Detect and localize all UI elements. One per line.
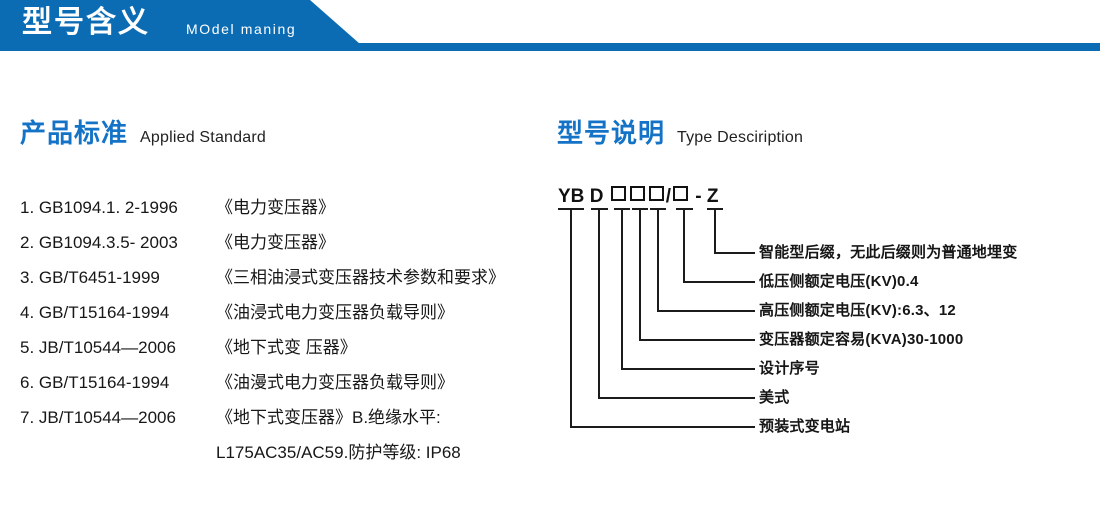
code-segment-slash: / — [665, 186, 671, 207]
type-description-heading-cn: 型号说明 — [557, 118, 666, 148]
applied-standard-heading-cn: 产品标准 — [20, 118, 129, 148]
standard-continuation-line: L175AC35/AC59.防护等级: IP68 — [216, 443, 461, 462]
standard-number: GB1094.3.5- 2003 — [38, 233, 178, 252]
type-description-heading: 型号说明 Type Desciription — [557, 113, 803, 150]
standard-name: 《地下式变 压器》 — [216, 338, 357, 357]
standard-code: 2. GB1094.3.5- 2003 — [20, 225, 216, 260]
list-item: 6. GB/T15164-1994《油漫式电力变压器负载导则》 — [20, 365, 550, 400]
leader-path-3 — [657, 209, 755, 312]
standard-index: 7. — [20, 408, 35, 427]
type-description-heading-en: Type Desciription — [677, 129, 804, 146]
standard-code: 7. JB/T10544—2006 — [20, 400, 216, 435]
standard-code: 1. GB1094.1. 2-1996 — [20, 190, 216, 225]
standard-code: 6. GB/T15164-1994 — [20, 365, 216, 400]
leader-path-5 — [621, 209, 755, 370]
diagram-label-design-serial: 设计序号 — [759, 360, 820, 377]
diagram-label-american-type: 美式 — [759, 389, 790, 406]
header-title-en: MOdel maning — [186, 21, 297, 37]
leader-path-6 — [598, 209, 755, 399]
standard-index: 2. — [20, 233, 35, 252]
header-title-cn: 型号含义 — [22, 6, 150, 39]
applied-standard-heading-en: Applied Standard — [140, 129, 266, 146]
code-segment-yb: YB — [558, 186, 585, 207]
diagram-label-substation: 预装式变电站 — [759, 418, 851, 435]
standard-code: 4. GB/T15164-1994 — [20, 295, 216, 330]
leader-path-2 — [683, 209, 755, 283]
list-item: 7. JB/T10544—2006《地下式变压器》B.绝缘水平: — [20, 400, 550, 435]
standard-index: 6. — [20, 373, 35, 392]
standard-name: 《电力变压器》 — [216, 198, 335, 217]
code-box-2 — [629, 186, 645, 201]
standard-name: 《地下式变压器》B.绝缘水平: — [216, 408, 441, 427]
page-header: 型号含义 MOdel maning — [0, 0, 1100, 56]
standard-code: 3. GB/T6451-1999 — [20, 260, 216, 295]
list-item: 3. GB/T6451-1999《三相油浸式变压器技术参数和要求》 — [20, 260, 550, 295]
code-box-1 — [610, 186, 626, 201]
leader-path-7 — [570, 209, 755, 428]
standard-number: GB/T6451-1999 — [38, 268, 160, 287]
model-code-string: YB D / - Z — [558, 185, 718, 209]
standards-list: 1. GB1094.1. 2-1996《电力变压器》 2. GB1094.3.5… — [20, 190, 550, 470]
header-band — [0, 0, 1100, 51]
standard-index: 1. — [20, 198, 35, 217]
diagram-label-suffix: 智能型后缀，无此后缀则为普通地埋变 — [759, 244, 1018, 261]
code-box-3 — [648, 186, 664, 201]
list-item: 2. GB1094.3.5- 2003《电力变压器》 — [20, 225, 550, 260]
diagram-label-capacity: 变压器额定容易(KVA)30-1000 — [759, 331, 964, 348]
standard-number: GB/T15164-1994 — [38, 303, 170, 322]
header-baseline-rule — [0, 43, 1100, 51]
standard-index: 4. — [20, 303, 35, 322]
standard-number: GB/T15164-1994 — [38, 373, 170, 392]
list-item: 1. GB1094.1. 2-1996《电力变压器》 — [20, 190, 550, 225]
standard-name: 《油漫式电力变压器负载导则》 — [216, 373, 454, 392]
standard-number: JB/T10544—2006 — [38, 408, 176, 427]
leader-lines — [558, 208, 755, 428]
standard-index: 3. — [20, 268, 35, 287]
type-designation-diagram: YB D / - Z — [552, 185, 1092, 435]
list-item: 4. GB/T15164-1994《油浸式电力变压器负载导则》 — [20, 295, 550, 330]
diagram-label-lv-voltage: 低压侧额定电压(KV)0.4 — [759, 273, 919, 290]
code-segment-dash: - — [695, 186, 702, 207]
standard-number: GB1094.1. 2-1996 — [38, 198, 178, 217]
standard-code: 5. JB/T10544—2006 — [20, 330, 216, 365]
code-box-4 — [672, 186, 688, 201]
code-segment-d: D — [589, 186, 604, 207]
list-item: 5. JB/T10544—2006《地下式变 压器》 — [20, 330, 550, 365]
leader-path-1 — [714, 209, 755, 254]
standard-index: 5. — [20, 338, 35, 357]
standard-name: 《三相油浸式变压器技术参数和要求》 — [216, 268, 505, 287]
applied-standard-heading: 产品标准 Applied Standard — [20, 113, 266, 150]
standard-number: JB/T10544—2006 — [38, 338, 176, 357]
leader-path-4 — [639, 209, 755, 341]
diagram-label-hv-voltage: 高压侧额定电压(KV):6.3、12 — [759, 302, 956, 319]
code-segment-z: Z — [706, 186, 719, 207]
standard-name: 《电力变压器》 — [216, 233, 335, 252]
standard-name: 《油浸式电力变压器负载导则》 — [216, 303, 454, 322]
